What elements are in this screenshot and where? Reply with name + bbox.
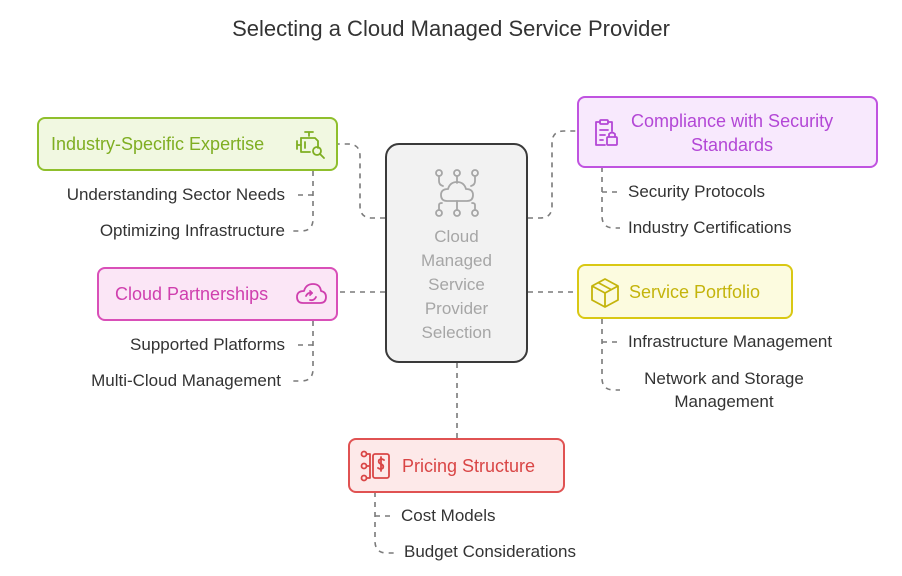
industry-expertise-node: Industry-Specific Expertise xyxy=(37,117,338,171)
connector-industry xyxy=(338,143,385,219)
pricing-structure-node: Pricing Structure xyxy=(348,438,565,493)
compliance-item-1: Security Protocols xyxy=(628,182,765,201)
compliance-item-2: Industry Certifications xyxy=(628,218,792,237)
compliance-label-line: Standards xyxy=(691,135,774,155)
diagram-title: Selecting a Cloud Managed Service Provid… xyxy=(232,16,670,41)
portfolio-item-2-line: Management xyxy=(674,392,774,411)
connector-compliance-items xyxy=(601,167,620,229)
cloud-partnerships-node: Cloud Partnerships xyxy=(97,267,338,321)
industry-item-1: Understanding Sector Needs xyxy=(66,185,285,204)
portfolio-item-2: Network and Storage Management xyxy=(626,367,822,413)
partnerships-item-1: Supported Platforms xyxy=(130,335,285,354)
pricing-item-2: Budget Considerations xyxy=(404,542,577,561)
center-label-line: Managed xyxy=(421,251,492,270)
portfolio-item-2-line: Network and Storage xyxy=(644,369,804,388)
partnerships-item-2: Multi-Cloud Management xyxy=(91,371,281,390)
industry-expertise-label: Industry-Specific Expertise xyxy=(51,134,265,154)
center-label-line: Cloud xyxy=(434,227,479,246)
pricing-item-1: Cost Models xyxy=(401,506,496,525)
clipboard-lock-icon xyxy=(595,119,618,146)
center-node: Cloud Managed Service Provider Selection xyxy=(385,143,528,363)
engine-search-icon xyxy=(296,131,325,159)
compliance-node: Compliance with Security Standards xyxy=(577,96,878,168)
cloud-sync-icon xyxy=(296,283,327,304)
pricing-flow-icon xyxy=(360,450,390,482)
connector-pricing-items xyxy=(374,492,394,554)
center-label-line: Provider xyxy=(424,299,489,318)
industry-item-2: Optimizing Infrastructure xyxy=(99,221,285,240)
connector-industry-items xyxy=(293,171,314,232)
connector-compliance xyxy=(528,130,577,219)
connector-partnerships-items xyxy=(293,321,314,382)
center-label: Cloud Managed Service Provider Selection xyxy=(387,225,526,345)
cloud-network-icon xyxy=(435,169,479,217)
center-label-line: Service xyxy=(428,275,485,294)
center-label-line: Selection xyxy=(421,323,492,342)
box-icon xyxy=(591,278,619,308)
cloud-partnerships-label: Cloud Partnerships xyxy=(115,284,269,304)
service-portfolio-label: Service Portfolio xyxy=(629,282,761,302)
connector-portfolio-items xyxy=(601,319,620,391)
compliance-label-line: Compliance with Security xyxy=(631,111,834,131)
portfolio-item-1: Infrastructure Management xyxy=(628,332,833,351)
pricing-structure-label: Pricing Structure xyxy=(402,456,536,476)
compliance-label: Compliance with Security Standards xyxy=(631,109,833,157)
service-portfolio-node: Service Portfolio xyxy=(577,264,793,319)
